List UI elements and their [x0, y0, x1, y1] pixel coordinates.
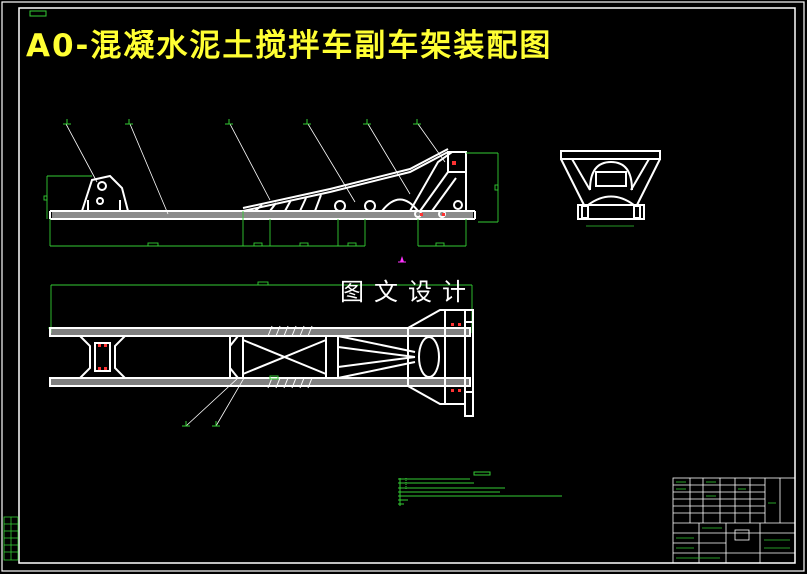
section-marker — [398, 256, 406, 263]
side-view — [43, 119, 499, 263]
rear-bracket — [80, 174, 130, 212]
center-marks-side — [420, 161, 456, 216]
center-marks-rear — [98, 344, 107, 370]
front-frame — [407, 309, 474, 417]
rear-crossmember — [77, 335, 128, 379]
hatch-zone — [267, 325, 313, 389]
side-dimensions — [43, 152, 499, 247]
drawing-title: A0-混凝水泥土搅拌车副车架装配图 — [26, 28, 553, 64]
leader-tags-top — [63, 119, 421, 125]
watermark-text: 图文设计 — [340, 278, 476, 306]
x-bracing — [242, 335, 416, 379]
title-block — [672, 477, 796, 564]
leader-lines-bottom — [185, 377, 245, 427]
leader-tags-bottom — [182, 375, 279, 427]
plan-rails — [49, 327, 471, 387]
plan-view — [48, 281, 474, 427]
binding-margin-table — [3, 516, 19, 561]
mid-crossmembers — [229, 335, 339, 379]
center-marks-front — [451, 323, 461, 392]
end-view — [560, 150, 661, 227]
leader-lines-top — [65, 123, 446, 215]
front-pedestal — [408, 151, 467, 218]
technical-notes — [398, 471, 562, 506]
ramp-truss — [242, 148, 449, 212]
